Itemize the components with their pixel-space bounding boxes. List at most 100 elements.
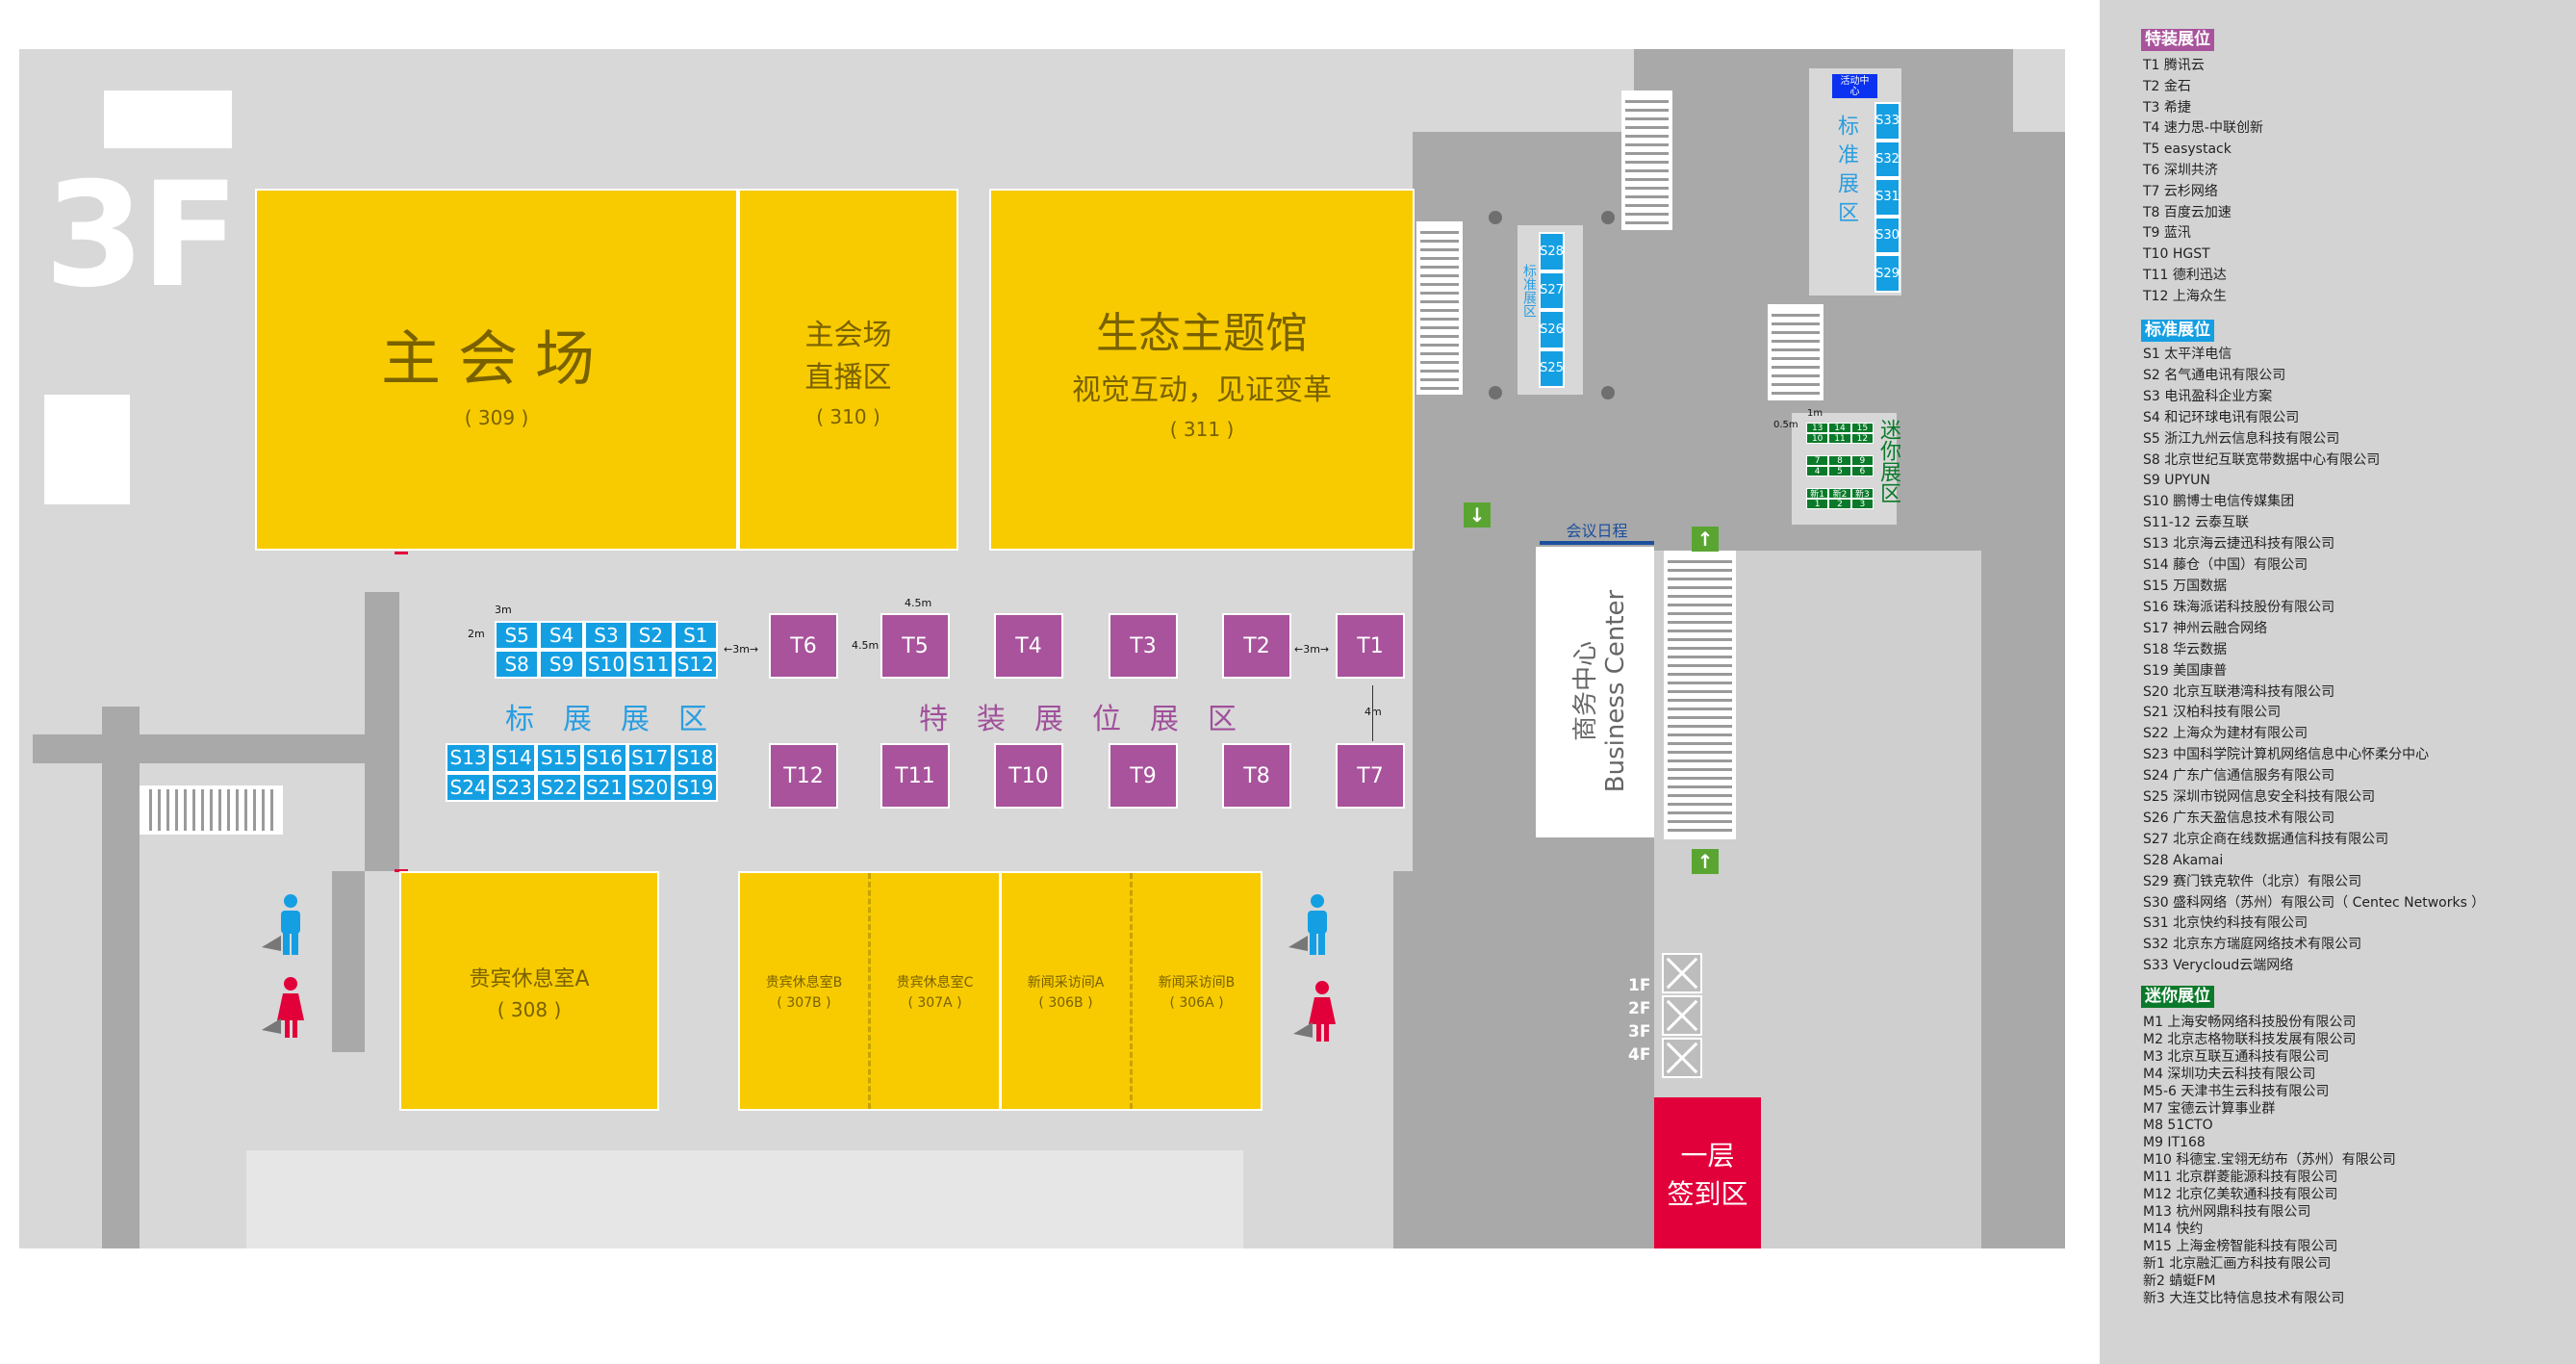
room-small[interactable]: 贵宾休息室B( 307B ) (740, 873, 868, 1109)
room-main-hall[interactable]: 主会场 ( 309 ) (255, 189, 738, 551)
booth-standard[interactable]: S24 (446, 772, 492, 802)
booth-mini[interactable]: 10 (1806, 433, 1829, 444)
booth-standard[interactable]: S1 (673, 621, 718, 650)
booth-special[interactable]: T4 (994, 613, 1063, 679)
booth-mini[interactable]: 6 (1850, 466, 1874, 476)
room-small[interactable]: 新闻采访间A( 306B ) (999, 873, 1130, 1109)
booth-mini[interactable]: 新1 (1806, 488, 1829, 500)
legend-item: S15 万国数据 (2143, 578, 2228, 594)
booth-standard[interactable]: S13 (446, 743, 492, 773)
elevator-icon[interactable] (1662, 953, 1702, 993)
booth-standard[interactable]: S14 (491, 743, 537, 773)
room-small[interactable]: 新闻采访间B( 306A ) (1130, 873, 1261, 1109)
booth-special[interactable]: T7 (1336, 743, 1405, 809)
booth-standard[interactable]: S3 (583, 621, 629, 650)
booth-standard[interactable]: S25 (1539, 348, 1565, 388)
booth-standard[interactable]: S20 (626, 772, 673, 802)
legend-item: M3 北京互联互通科技有限公司 (2143, 1048, 2330, 1065)
booth-standard[interactable]: S12 (673, 650, 718, 679)
booth-standard[interactable]: S22 (536, 772, 582, 802)
booth-mini[interactable]: 7 (1806, 455, 1829, 466)
booth-standard[interactable]: S5 (495, 621, 540, 650)
booth-standard[interactable]: S23 (491, 772, 537, 802)
booth-standard[interactable]: S33 (1875, 102, 1900, 141)
booth-mini[interactable]: 1 (1806, 499, 1829, 509)
booth-special[interactable]: T10 (994, 743, 1063, 809)
elevator-icon[interactable] (1662, 995, 1702, 1036)
activity-center[interactable]: 活动中心 (1832, 74, 1877, 98)
booth-special[interactable]: T12 (769, 743, 838, 809)
legend-item: 新3 大连艾比特信息技术有限公司 (2143, 1290, 2345, 1306)
dimension-label: 4.5m (905, 597, 932, 609)
legend-item: T10 HGST (2143, 246, 2210, 263)
legend-item: S24 广东广信通信服务有限公司 (2143, 768, 2335, 785)
business-center[interactable]: 商务中心 Business Center (1536, 547, 1654, 837)
booth-standard[interactable]: S21 (581, 772, 627, 802)
booth-mini[interactable]: 2 (1828, 499, 1851, 509)
booth-standard[interactable]: S28 (1539, 232, 1565, 271)
room-live-area[interactable]: 主会场 直播区 ( 310 ) (738, 189, 958, 551)
booth-special[interactable]: T6 (769, 613, 838, 679)
legend-item: S17 神州云融合网络 (2143, 620, 2268, 636)
booth-standard[interactable]: S29 (1875, 254, 1900, 293)
booth-mini[interactable]: 13 (1806, 423, 1829, 433)
booth-standard[interactable]: S30 (1875, 216, 1900, 255)
booth-standard[interactable]: S19 (672, 772, 718, 802)
checkin-area[interactable]: 一层 签到区 (1654, 1097, 1761, 1248)
booth-standard[interactable]: S27 (1539, 270, 1565, 310)
booth-standard[interactable]: S8 (495, 650, 540, 679)
legend-item: T7 云杉网络 (2143, 183, 2218, 199)
booth-special[interactable]: T3 (1109, 613, 1178, 679)
booth-mini[interactable]: 3 (1850, 499, 1874, 509)
room-vip-a[interactable]: 贵宾休息室A ( 308 ) (399, 871, 659, 1111)
room-eco-hall[interactable]: 生态主题馆 视觉互动，见证变革 ( 311 ) (989, 189, 1415, 551)
booth-mini[interactable]: 4 (1806, 466, 1829, 476)
white-block (44, 395, 130, 504)
schedule-link[interactable]: 会议日程 (1540, 518, 1654, 545)
booth-mini[interactable]: 15 (1850, 423, 1874, 433)
booth-mini[interactable]: 5 (1828, 466, 1851, 476)
legend-item: S14 藤仓（中国）有限公司 (2143, 557, 2308, 574)
booth-mini[interactable]: 新3 (1850, 488, 1874, 500)
room-small[interactable]: 贵宾休息室C( 307A ) (868, 873, 999, 1109)
booth-special[interactable]: T9 (1109, 743, 1178, 809)
booth-standard[interactable]: S2 (628, 621, 674, 650)
booth-standard[interactable]: S16 (581, 743, 627, 773)
booth-standard[interactable]: S15 (536, 743, 582, 773)
legend-item: M7 宝德云计算事业群 (2143, 1100, 2276, 1117)
booth-special[interactable]: T8 (1222, 743, 1291, 809)
booth-special[interactable]: T1 (1336, 613, 1405, 679)
booth-standard[interactable]: S10 (583, 650, 629, 679)
booth-standard[interactable]: S26 (1539, 310, 1565, 349)
booth-standard[interactable]: S9 (539, 650, 584, 679)
booth-standard[interactable]: S31 (1875, 178, 1900, 217)
booth-standard[interactable]: S4 (539, 621, 584, 650)
booth-standard[interactable]: S11 (628, 650, 674, 679)
booth-standard[interactable]: S17 (626, 743, 673, 773)
booth-mini[interactable]: 12 (1850, 433, 1874, 444)
booth-special[interactable]: T2 (1222, 613, 1291, 679)
booth-special[interactable]: T5 (880, 613, 950, 679)
floor-label: 3F (44, 152, 240, 320)
booth-mini[interactable]: 新2 (1828, 488, 1851, 500)
legend-item: T1 腾讯云 (2143, 58, 2205, 73)
legend-item: T8 百度云加速 (2143, 204, 2232, 220)
booth-standard[interactable]: S32 (1875, 140, 1900, 179)
restroom-male-icon (262, 894, 300, 955)
booth-mini[interactable]: 9 (1850, 455, 1874, 466)
booth-mini[interactable]: 8 (1828, 455, 1851, 466)
legend-item: T3 希捷 (2143, 99, 2191, 116)
legend-item: M2 北京志格物联科技发展有限公司 (2143, 1031, 2357, 1047)
legend-item: M9 IT168 (2143, 1135, 2206, 1151)
legend-item: S23 中国科学院计算机网络信息中心怀柔分中心 (2143, 747, 2430, 763)
elevator-icon[interactable] (1662, 1038, 1702, 1078)
dimension-arrow (1372, 685, 1373, 741)
booth-special[interactable]: T11 (880, 743, 950, 809)
booth-mini[interactable]: 11 (1828, 433, 1851, 444)
legend-item: 新1 北京融汇画方科技有限公司 (2143, 1255, 2332, 1272)
booth-standard[interactable]: S18 (672, 743, 718, 773)
booth-mini[interactable]: 14 (1828, 423, 1851, 433)
